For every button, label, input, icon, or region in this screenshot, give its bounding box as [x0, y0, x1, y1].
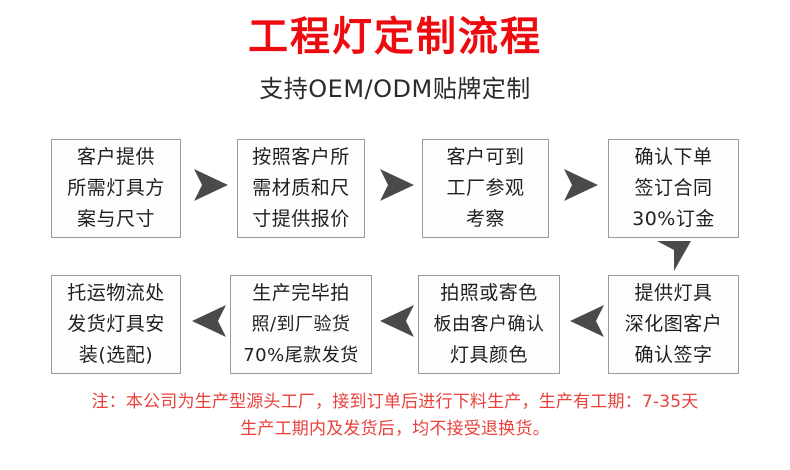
- flow-step-1-line-3: 案与尺寸: [76, 208, 155, 230]
- flow-step-1-line-1: 客户提供: [76, 146, 155, 168]
- flow-step-6[interactable]: 拍照或寄色 板由客户确认 灯具颜色: [418, 275, 560, 374]
- flow-step-3-line-1: 客户可到: [446, 146, 525, 168]
- flow-step-5-line-1: 提供灯具: [634, 282, 713, 304]
- flow-step-7-line-3: 70%尾款发货: [243, 345, 359, 366]
- page-title: 工程灯定制流程: [248, 14, 542, 60]
- flow-step-7-line-2: 照/到厂验货: [251, 314, 351, 335]
- flow-step-3[interactable]: 客户可到 工厂参观 考察: [422, 139, 549, 238]
- flow-step-2-line-2: 需材质和尺: [252, 177, 350, 199]
- flow-step-2-line-3: 寸提供报价: [252, 208, 350, 230]
- flow-step-4-line-2: 签订合同: [634, 177, 713, 199]
- flow-step-2[interactable]: 按照客户所 需材质和尺 寸提供报价: [237, 139, 365, 238]
- flow-step-3-line-2: 工厂参观: [446, 177, 525, 199]
- flow-step-4[interactable]: 确认下单 签订合同 30%订金: [608, 139, 739, 238]
- flow-step-1-line-2: 所需灯具方: [67, 177, 165, 199]
- flow-step-8-line-1: 托运物流处: [67, 282, 165, 304]
- flow-step-5-line-2: 深化图客户: [624, 313, 723, 335]
- flow-step-8[interactable]: 托运物流处 发货灯具安 装(选配): [51, 275, 181, 374]
- flow-step-5[interactable]: 提供灯具 深化图客户 确认签字: [608, 275, 739, 374]
- flow-step-7[interactable]: 生产完毕拍 照/到厂验货 70%尾款发货: [230, 275, 372, 374]
- page-subtitle: 支持OEM/ODM贴牌定制: [259, 75, 531, 103]
- flow-step-5-line-3: 确认签字: [634, 344, 713, 366]
- footer-note-line-1: 注：本公司为生产型源头工厂，接到订单后进行下料生产，生产有工期：7-35天: [91, 392, 699, 412]
- flow-step-6-line-2: 板由客户确认: [433, 314, 545, 335]
- flow-step-3-line-3: 考察: [465, 208, 505, 230]
- footer-note-line-2: 生产工期内及发货后，均不接受退换货。: [240, 419, 550, 439]
- flow-step-4-line-3: 30%订金: [632, 208, 715, 230]
- flow-step-6-line-1: 拍照或寄色: [440, 282, 538, 304]
- flow-step-4-line-1: 确认下单: [634, 146, 713, 168]
- flow-step-2-line-1: 按照客户所: [252, 146, 350, 168]
- footer-note: 注：本公司为生产型源头工厂，接到订单后进行下料生产，生产有工期：7-35天 生产…: [0, 389, 790, 443]
- flow-step-6-line-3: 灯具颜色: [449, 344, 528, 366]
- flow-step-7-line-1: 生产完毕拍: [252, 282, 350, 304]
- flow-step-1[interactable]: 客户提供 所需灯具方 案与尺寸: [51, 139, 181, 238]
- flow-step-8-line-2: 发货灯具安: [67, 313, 165, 335]
- flow-step-8-line-3: 装(选配): [78, 344, 154, 366]
